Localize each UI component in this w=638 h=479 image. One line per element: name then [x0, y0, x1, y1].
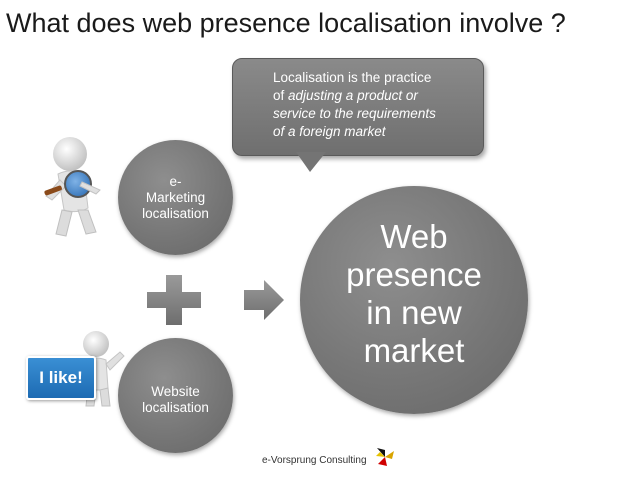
- callout-line-2-italic: adjusting a product or: [288, 88, 418, 103]
- emarketing-line-2: Marketing: [145, 189, 206, 205]
- plus-icon: [147, 275, 201, 325]
- emarketing-line-1: e-: [169, 173, 182, 189]
- callout-line-2: of adjusting a product or: [273, 87, 478, 105]
- i-like-sign: I like!: [26, 356, 96, 400]
- page-title: What does web presence localisation invo…: [6, 8, 566, 38]
- website-label: Website localisation: [142, 384, 209, 416]
- result-line-4: market: [363, 332, 465, 369]
- result-circle: Web presence in new market: [300, 186, 528, 414]
- website-line-2: localisation: [142, 399, 209, 415]
- emarketing-circle: e- Marketing localisation: [118, 140, 233, 255]
- definition-callout: Localisation is the practice of adjustin…: [232, 58, 484, 156]
- magnifier-figure: [44, 137, 101, 237]
- result-line-1: Web: [380, 218, 448, 255]
- callout-text: Localisation is the practice of adjustin…: [273, 69, 478, 141]
- emarketing-label: e- Marketing localisation: [142, 174, 209, 222]
- callout-line-3: service to the requirements: [273, 106, 436, 121]
- callout-tail: [296, 152, 326, 172]
- result-line-3: in new: [366, 294, 462, 331]
- flag-icon: [376, 448, 394, 466]
- arrow-right-icon: [244, 280, 284, 320]
- emarketing-line-3: localisation: [142, 205, 209, 221]
- callout-line-2-plain: of: [273, 88, 289, 103]
- result-line-2: presence: [346, 256, 482, 293]
- footer-brand: e-Vorsprung Consulting: [262, 455, 367, 466]
- callout-line-1: Localisation is the practice: [273, 70, 432, 85]
- result-label: Web presence in new market: [346, 218, 482, 370]
- website-line-1: Website: [151, 383, 200, 399]
- callout-line-4: of a foreign market: [273, 124, 386, 139]
- website-circle: Website localisation: [118, 338, 233, 453]
